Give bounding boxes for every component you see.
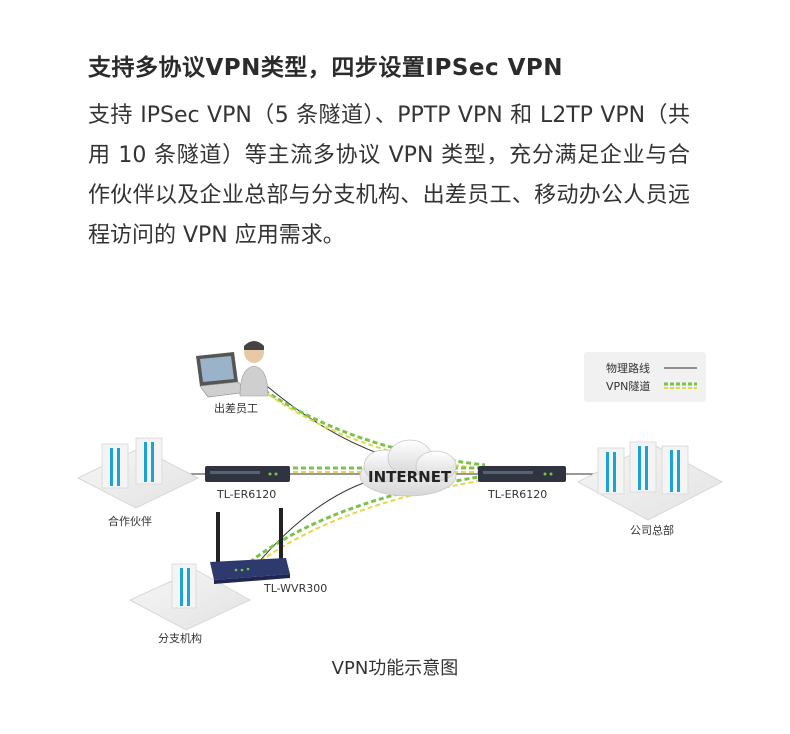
building-icon xyxy=(101,437,163,489)
router-icon xyxy=(210,508,290,584)
legend-vpn-label: VPN隧道 xyxy=(606,379,650,393)
wireless-router: TL-WVR300 xyxy=(210,508,327,595)
tunnel-branch-green xyxy=(249,474,486,564)
branch-label: 分支机构 xyxy=(158,631,202,645)
headquarters-site: 公司总部 xyxy=(576,441,724,537)
headquarters-label: 公司总部 xyxy=(630,523,674,537)
description-paragraph: 支持 IPSec VPN（5 条隧道）、PPTP VPN 和 L2TP VPN（… xyxy=(88,103,690,248)
link-traveler-internet xyxy=(261,381,399,461)
internet-cloud: INTERNET xyxy=(359,439,457,497)
router-right: TL-ER6120 xyxy=(478,466,566,501)
tunnel-branch-yellow xyxy=(253,479,486,567)
vpn-network-diagram: 物理路线 VPN隧道 出差员工 xyxy=(76,341,724,645)
partner-label: 合作伙伴 xyxy=(108,514,152,528)
router-left-label: TL-ER6120 xyxy=(216,488,276,501)
legend: 物理路线 VPN隧道 xyxy=(584,352,706,402)
business-traveler-label: 出差员工 xyxy=(214,401,258,415)
business-traveler: 出差员工 xyxy=(196,341,269,415)
wireless-router-label: TL-WVR300 xyxy=(263,582,327,595)
router-left: TL-ER6120 xyxy=(205,466,290,501)
internet-label: INTERNET xyxy=(368,468,452,486)
partner-site: 合作伙伴 xyxy=(76,437,200,528)
building-icon xyxy=(171,563,197,609)
laptop-icon xyxy=(196,352,249,398)
tunnel-traveler-yellow xyxy=(261,389,486,470)
router-right-label: TL-ER6120 xyxy=(487,488,547,501)
section-heading: 支持多协议VPN类型，四步设置IPSec VPN xyxy=(88,55,564,81)
person-icon xyxy=(239,341,269,397)
building-icon xyxy=(597,441,689,495)
cloud-icon xyxy=(359,439,457,497)
branch-site: 分支机构 xyxy=(128,563,252,645)
legend-physical-label: 物理路线 xyxy=(606,361,650,375)
diagram-caption: VPN功能示意图 xyxy=(331,658,459,679)
link-wvr-internet xyxy=(251,479,373,571)
